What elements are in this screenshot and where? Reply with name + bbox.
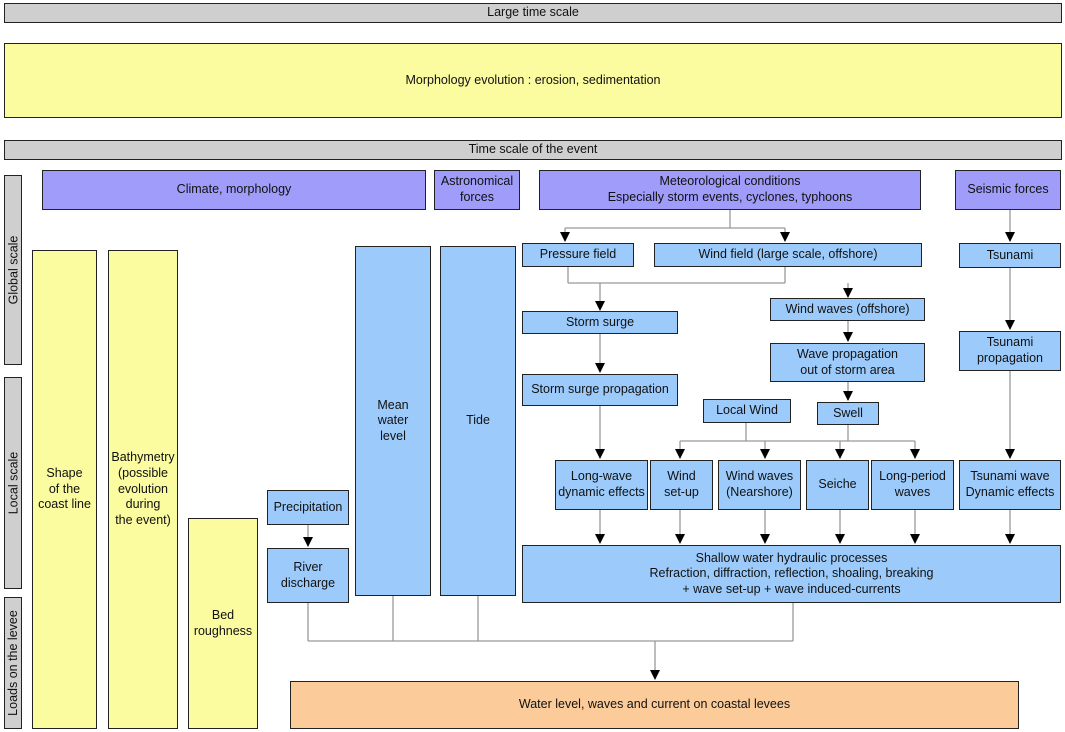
wind-field-box: Wind field (large scale, offshore)	[654, 243, 922, 267]
shallow-water-processes-box: Shallow water hydraulic processes Refrac…	[522, 545, 1061, 603]
large-time-scale-bar: Large time scale	[4, 3, 1062, 23]
tide-box: Tide	[440, 246, 516, 596]
coast-line-shape-box: Shape of the coast line	[32, 250, 97, 729]
tsunami-box: Tsunami	[959, 243, 1061, 268]
precipitation-box: Precipitation	[267, 490, 349, 525]
local-wind-box: Local Wind	[703, 399, 791, 423]
bed-roughness-box: Bed roughness	[188, 518, 258, 729]
mean-water-level-box: Mean water level	[355, 246, 431, 596]
loads-on-levee-text: Loads on the levee	[6, 610, 21, 716]
event-time-scale-bar: Time scale of the event	[4, 140, 1062, 160]
storm-surge-box: Storm surge	[522, 311, 678, 334]
swell-box: Swell	[817, 402, 879, 425]
morphology-evolution-box: Morphology evolution : erosion, sediment…	[4, 43, 1062, 118]
climate-morphology-box: Climate, morphology	[42, 170, 426, 210]
bathymetry-box: Bathymetry (possible evolution during th…	[108, 250, 178, 729]
pressure-field-box: Pressure field	[522, 243, 634, 267]
water-level-waves-current-box: Water level, waves and current on coasta…	[290, 681, 1019, 729]
tsunami-propagation-box: Tsunami propagation	[959, 331, 1061, 371]
meteorological-conditions-box: Meteorological conditions Especially sto…	[539, 170, 921, 210]
local-scale-text: Local scale	[6, 451, 21, 515]
long-period-waves-box: Long-period waves	[871, 460, 954, 510]
seismic-forces-box: Seismic forces	[955, 170, 1061, 210]
global-scale-label: Global scale	[4, 175, 22, 365]
wave-propagation-box: Wave propagation out of storm area	[770, 343, 925, 382]
tsunami-wave-dynamic-effects-box: Tsunami wave Dynamic effects	[959, 460, 1061, 510]
global-scale-text: Global scale	[6, 235, 21, 305]
seiche-box: Seiche	[806, 460, 869, 510]
long-wave-dynamic-effects-box: Long-wave dynamic effects	[555, 460, 648, 510]
loads-on-levee-label: Loads on the levee	[4, 597, 22, 729]
storm-surge-propagation-box: Storm surge propagation	[522, 374, 678, 406]
river-discharge-box: River discharge	[267, 548, 349, 603]
local-scale-label: Local scale	[4, 377, 22, 589]
wind-setup-box: Wind set-up	[650, 460, 713, 510]
astronomical-forces-box: Astronomical forces	[434, 170, 520, 210]
wind-waves-offshore-box: Wind waves (offshore)	[770, 298, 925, 321]
wind-waves-nearshore-box: Wind waves (Nearshore)	[718, 460, 801, 510]
